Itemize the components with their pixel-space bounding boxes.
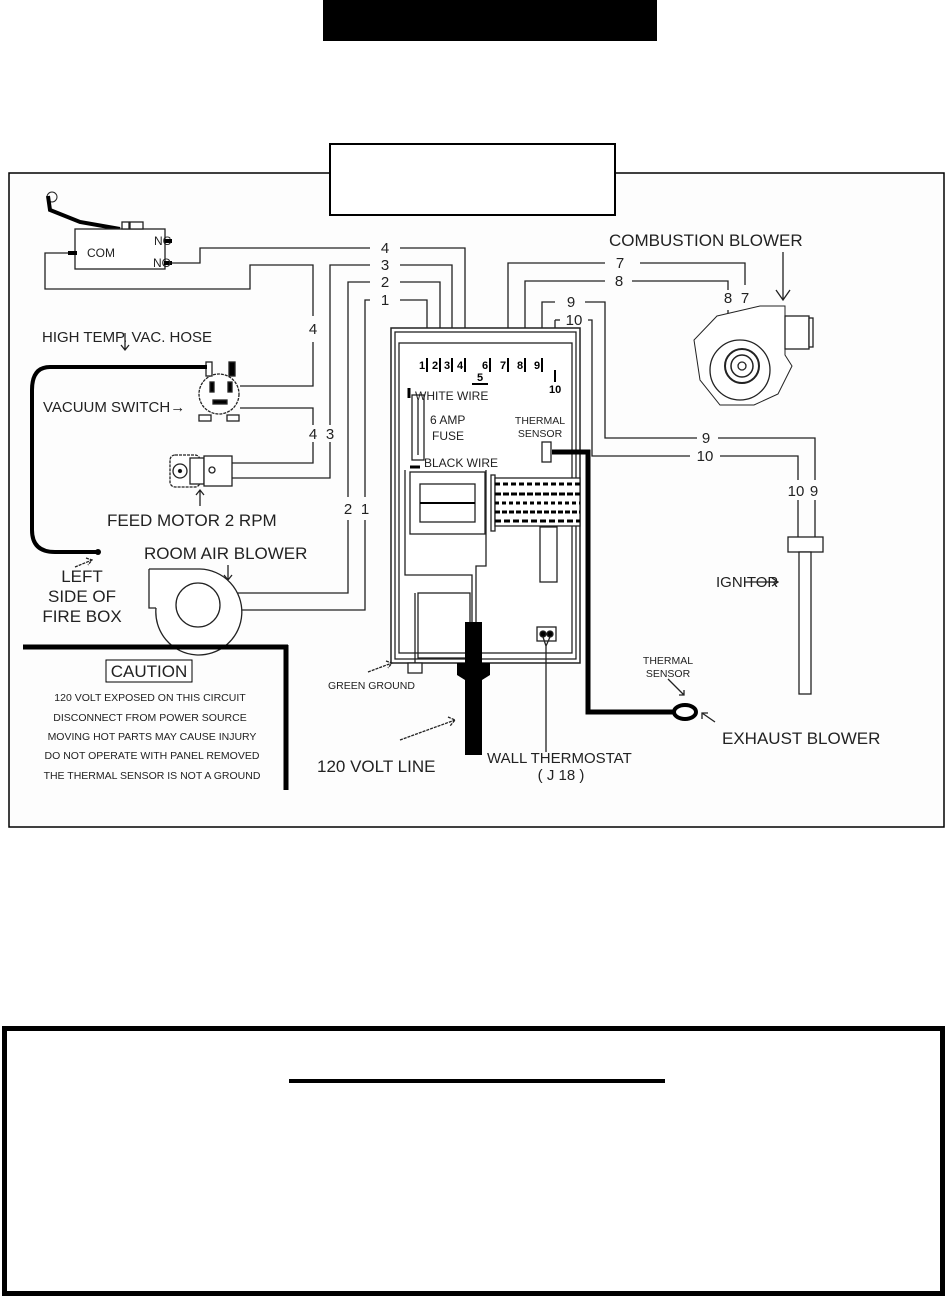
wire-num-4-mid: 4 (309, 321, 317, 338)
vacuum-switch (198, 361, 240, 422)
wire-num-7-top: 7 (616, 255, 624, 272)
label-thermal-sensor-exhaust-2: SENSOR (646, 668, 691, 680)
label-left-side-3: FIRE BOX (42, 607, 121, 626)
caution-line: 120 VOLT EXPOSED ON THIS CIRCUIT (54, 692, 246, 704)
label-combustion-blower: COMBUSTION BLOWER (609, 231, 803, 250)
caution-line: THE THERMAL SENSOR IS NOT A GROUND (44, 770, 261, 782)
notes-panel (2, 1026, 945, 1296)
thermal-sensor-ring-lug (672, 703, 698, 721)
pin-6: 6 (482, 360, 488, 372)
notes-heading-underline (289, 1079, 665, 1083)
pin-10: 10 (549, 384, 561, 396)
wiring-diagram: COM NC NO HIGH TEMP. VAC. HOSE VACUUM SW… (8, 143, 945, 828)
switch-label-com: COM (87, 246, 115, 260)
label-thermal-sensor-board-2: SENSOR (518, 428, 563, 440)
label-thermal-sensor-board-1: THERMAL (515, 415, 565, 427)
terminal-strip (490, 474, 581, 532)
label-ignitor: IGNITOR (716, 574, 778, 591)
label-black-wire: BLACK WIRE (424, 456, 498, 470)
label-white-wire: WHITE WIRE (415, 389, 488, 403)
label-120-volt-line: 120 VOLT LINE (317, 757, 435, 776)
pin-4: 4 (457, 360, 464, 372)
wire-num-4-low: 4 (309, 426, 317, 443)
switch-label-no: NO (153, 256, 171, 270)
thermal-sensor-cable (552, 449, 675, 715)
wire-num-2-top: 2 (381, 274, 389, 291)
wire-num-4-top: 4 (381, 240, 389, 257)
wire-num-1-top: 1 (381, 292, 389, 309)
label-left-side-2: SIDE OF (48, 587, 116, 606)
vacuum-hose (30, 365, 207, 554)
pin-1: 1 (419, 360, 425, 372)
wire-num-8-blower: 8 (724, 290, 732, 307)
wire-num-9-top: 9 (567, 294, 575, 311)
caution-title: CAUTION (111, 662, 188, 681)
wire-num-10-mid: 10 (697, 448, 714, 465)
pin-8: 8 (517, 360, 523, 372)
wire-num-9-ign: 9 (810, 483, 818, 500)
diagram-caption-box (329, 143, 616, 216)
wire-num-3-top: 3 (381, 257, 389, 274)
label-left-side-1: LEFT (61, 567, 103, 586)
thermal-sensor-connector (541, 441, 552, 463)
ignitor-rod (798, 551, 812, 695)
pin-7: 7 (500, 360, 506, 372)
label-vacuum-switch: VACUUM SWITCH→ (43, 399, 185, 416)
label-feed-motor: FEED MOTOR 2 RPM (107, 511, 277, 530)
wire-num-2-low: 2 (344, 501, 352, 518)
wire-num-9-mid: 9 (702, 430, 710, 447)
pin-9: 9 (534, 360, 540, 372)
power-cord (465, 622, 482, 667)
caution-line: DO NOT OPERATE WITH PANEL REMOVED (45, 750, 260, 762)
ignitor-connector (787, 536, 824, 553)
label-room-air-blower: ROOM AIR BLOWER (144, 544, 307, 563)
pin-5: 5 (477, 372, 483, 384)
label-wall-thermostat: WALL THERMOSTAT (487, 750, 632, 767)
wire-num-10-ign: 10 (788, 483, 805, 500)
label-hose: HIGH TEMP. VAC. HOSE (42, 329, 212, 346)
label-thermal-sensor-exhaust-1: THERMAL (643, 655, 693, 667)
title-bar-redacted (323, 0, 657, 41)
caution-line: MOVING HOT PARTS MAY CAUSE INJURY (48, 731, 257, 743)
wire-num-1-low: 1 (361, 501, 369, 518)
wire-num-7-blower: 7 (741, 290, 749, 307)
limit-switch (46, 191, 166, 270)
label-fuse-2: FUSE (432, 429, 464, 443)
label-exhaust-blower: EXHAUST BLOWER (722, 729, 880, 748)
feed-motor (169, 454, 233, 488)
caution-panel: CAUTION 120 VOLT EXPOSED ON THIS CIRCUIT… (23, 644, 289, 790)
switch-label-nc: NC (154, 234, 172, 248)
wire-num-3-low: 3 (326, 426, 334, 443)
green-ground-lug (407, 662, 423, 674)
label-fuse-1: 6 AMP (430, 413, 465, 427)
wire-num-8-top: 8 (615, 273, 623, 290)
wire-num-10-top: 10 (566, 312, 583, 329)
caution-line: DISCONNECT FROM POWER SOURCE (53, 712, 246, 724)
label-wall-thermostat-id: ( J 18 ) (538, 767, 585, 784)
pin-2: 2 (432, 360, 438, 372)
room-air-blower (148, 568, 243, 656)
combustion-blower (693, 305, 814, 406)
label-green-ground: GREEN GROUND (328, 680, 415, 692)
pin-3: 3 (444, 360, 450, 372)
